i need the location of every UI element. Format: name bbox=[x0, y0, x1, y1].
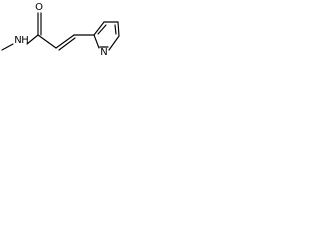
aromatic-inner-bond-2 bbox=[114, 24, 117, 35]
ring-bond-4 bbox=[108, 35, 120, 51]
aromatic-inner-bond-1 bbox=[97, 24, 107, 35]
nitrogen-carbonyl-bond bbox=[26, 34, 39, 45]
ring-bond-5 bbox=[93, 34, 100, 49]
amine-hydrogen-label: H bbox=[21, 35, 29, 46]
carbonyl-oxygen-label: O bbox=[35, 2, 43, 13]
methyl-nitrogen-bond bbox=[1, 43, 14, 51]
alkene-double-bond-a bbox=[55, 34, 75, 49]
amine-nitrogen-label: N bbox=[14, 35, 21, 46]
ring-nitrogen-label: N bbox=[100, 47, 107, 58]
alkene-double-bond-b bbox=[58, 37, 76, 51]
structural-formula: N H O N bbox=[1, 2, 120, 58]
ring-bond-3 bbox=[117, 21, 120, 37]
ring-bond-1 bbox=[93, 21, 105, 36]
carbonyl-alkene-bond bbox=[37, 34, 57, 49]
